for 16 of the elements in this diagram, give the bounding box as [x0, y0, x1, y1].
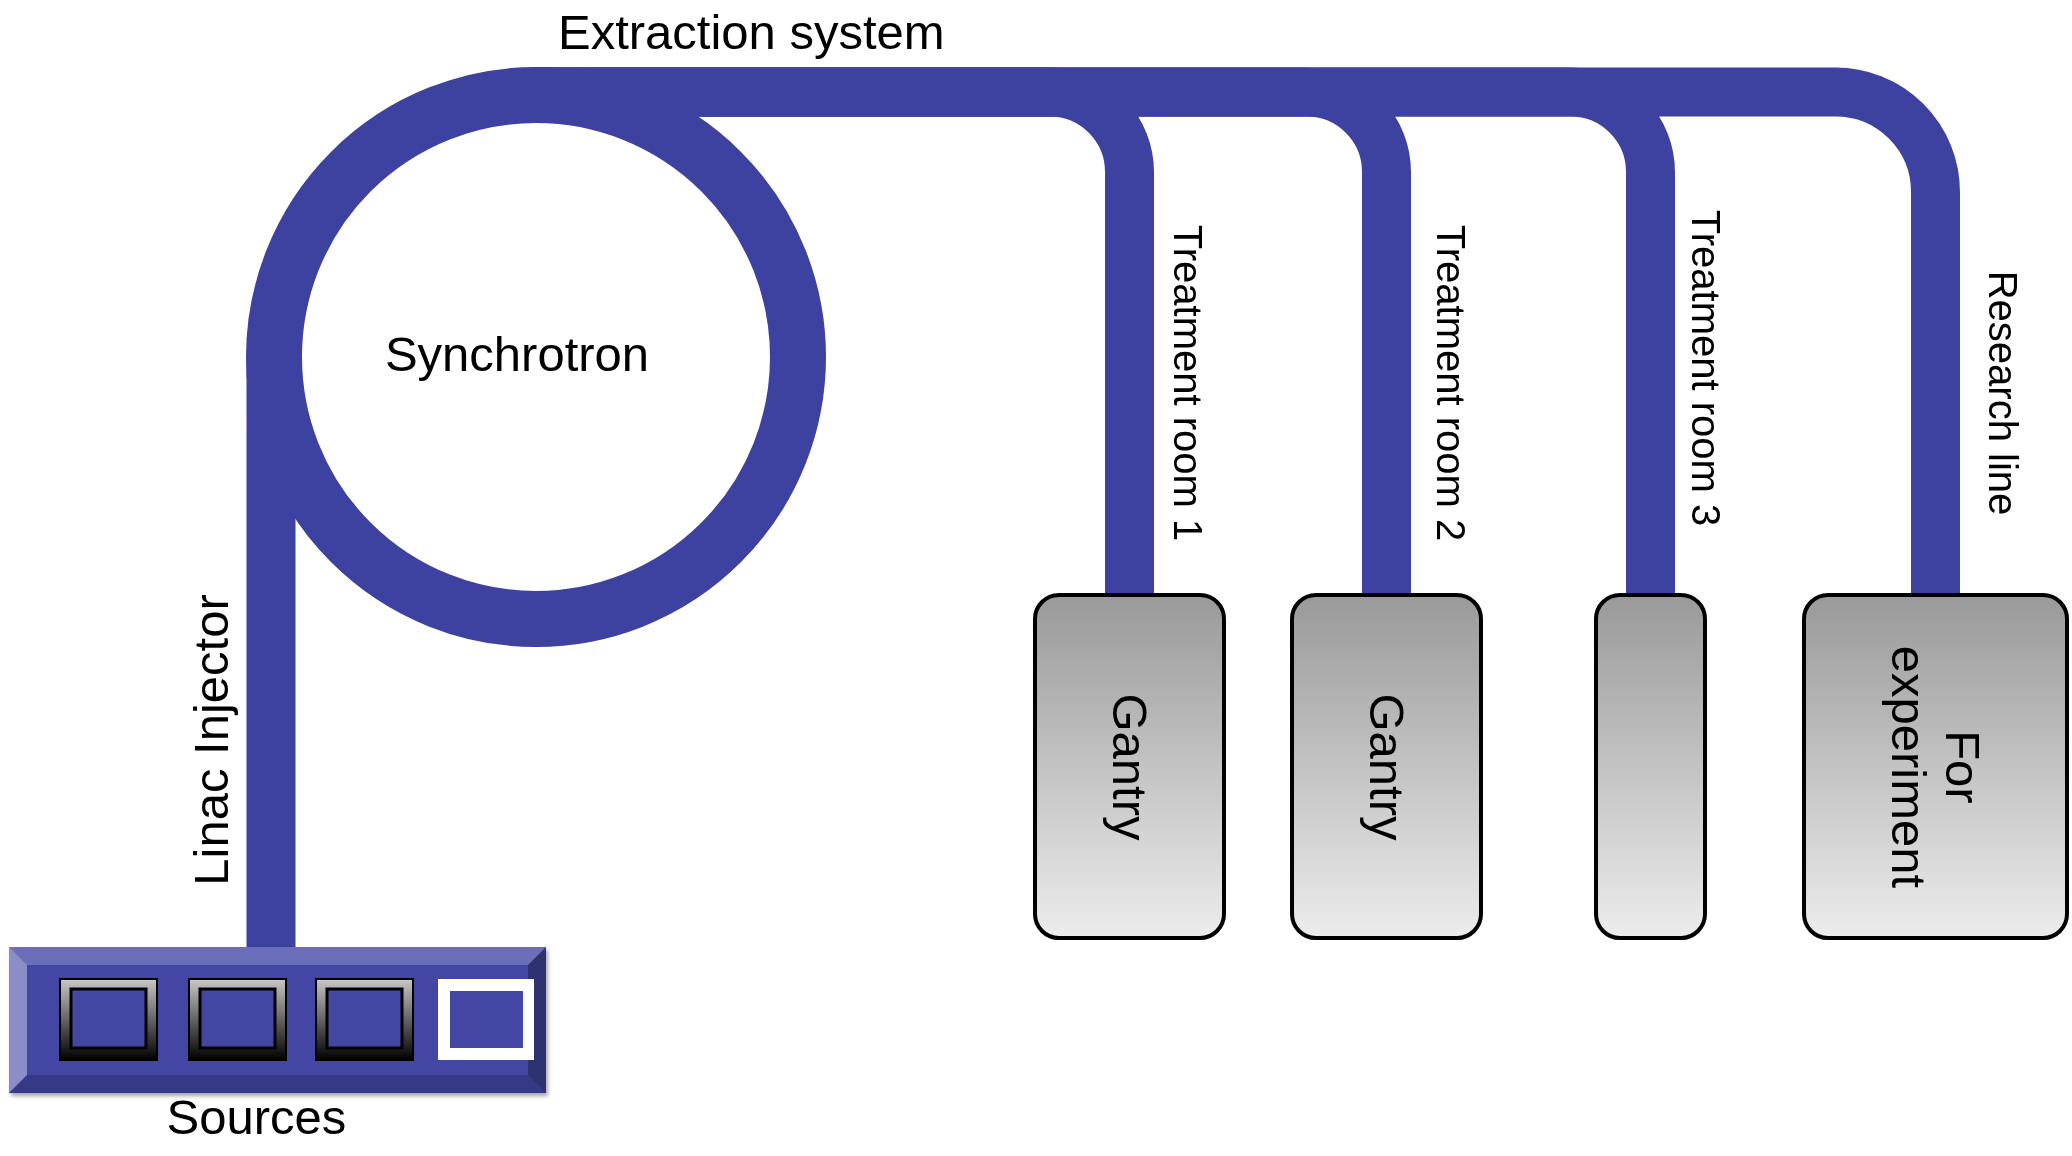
node-label: Sources [166, 1089, 347, 1145]
edge-label: Research line [1979, 270, 2025, 516]
synchrotron-ring [246, 67, 826, 647]
node-label: For experiment [1881, 644, 1990, 890]
room-box [1594, 593, 1707, 940]
room-box [1802, 593, 2069, 940]
section-label: Extraction system [558, 4, 945, 60]
node-label: Gantry [1359, 691, 1414, 843]
edge-label: Treatment room 2 [1427, 224, 1473, 542]
room-box [1290, 593, 1483, 940]
node-label: Gantry [1102, 691, 1157, 843]
edge-label: Treatment room 1 [1164, 224, 1210, 542]
edge-label: Treatment room 3 [1682, 209, 1728, 527]
node-label: Synchrotron [384, 326, 650, 382]
edge-label: Linac Injector [183, 594, 239, 886]
room-box [1033, 593, 1226, 940]
